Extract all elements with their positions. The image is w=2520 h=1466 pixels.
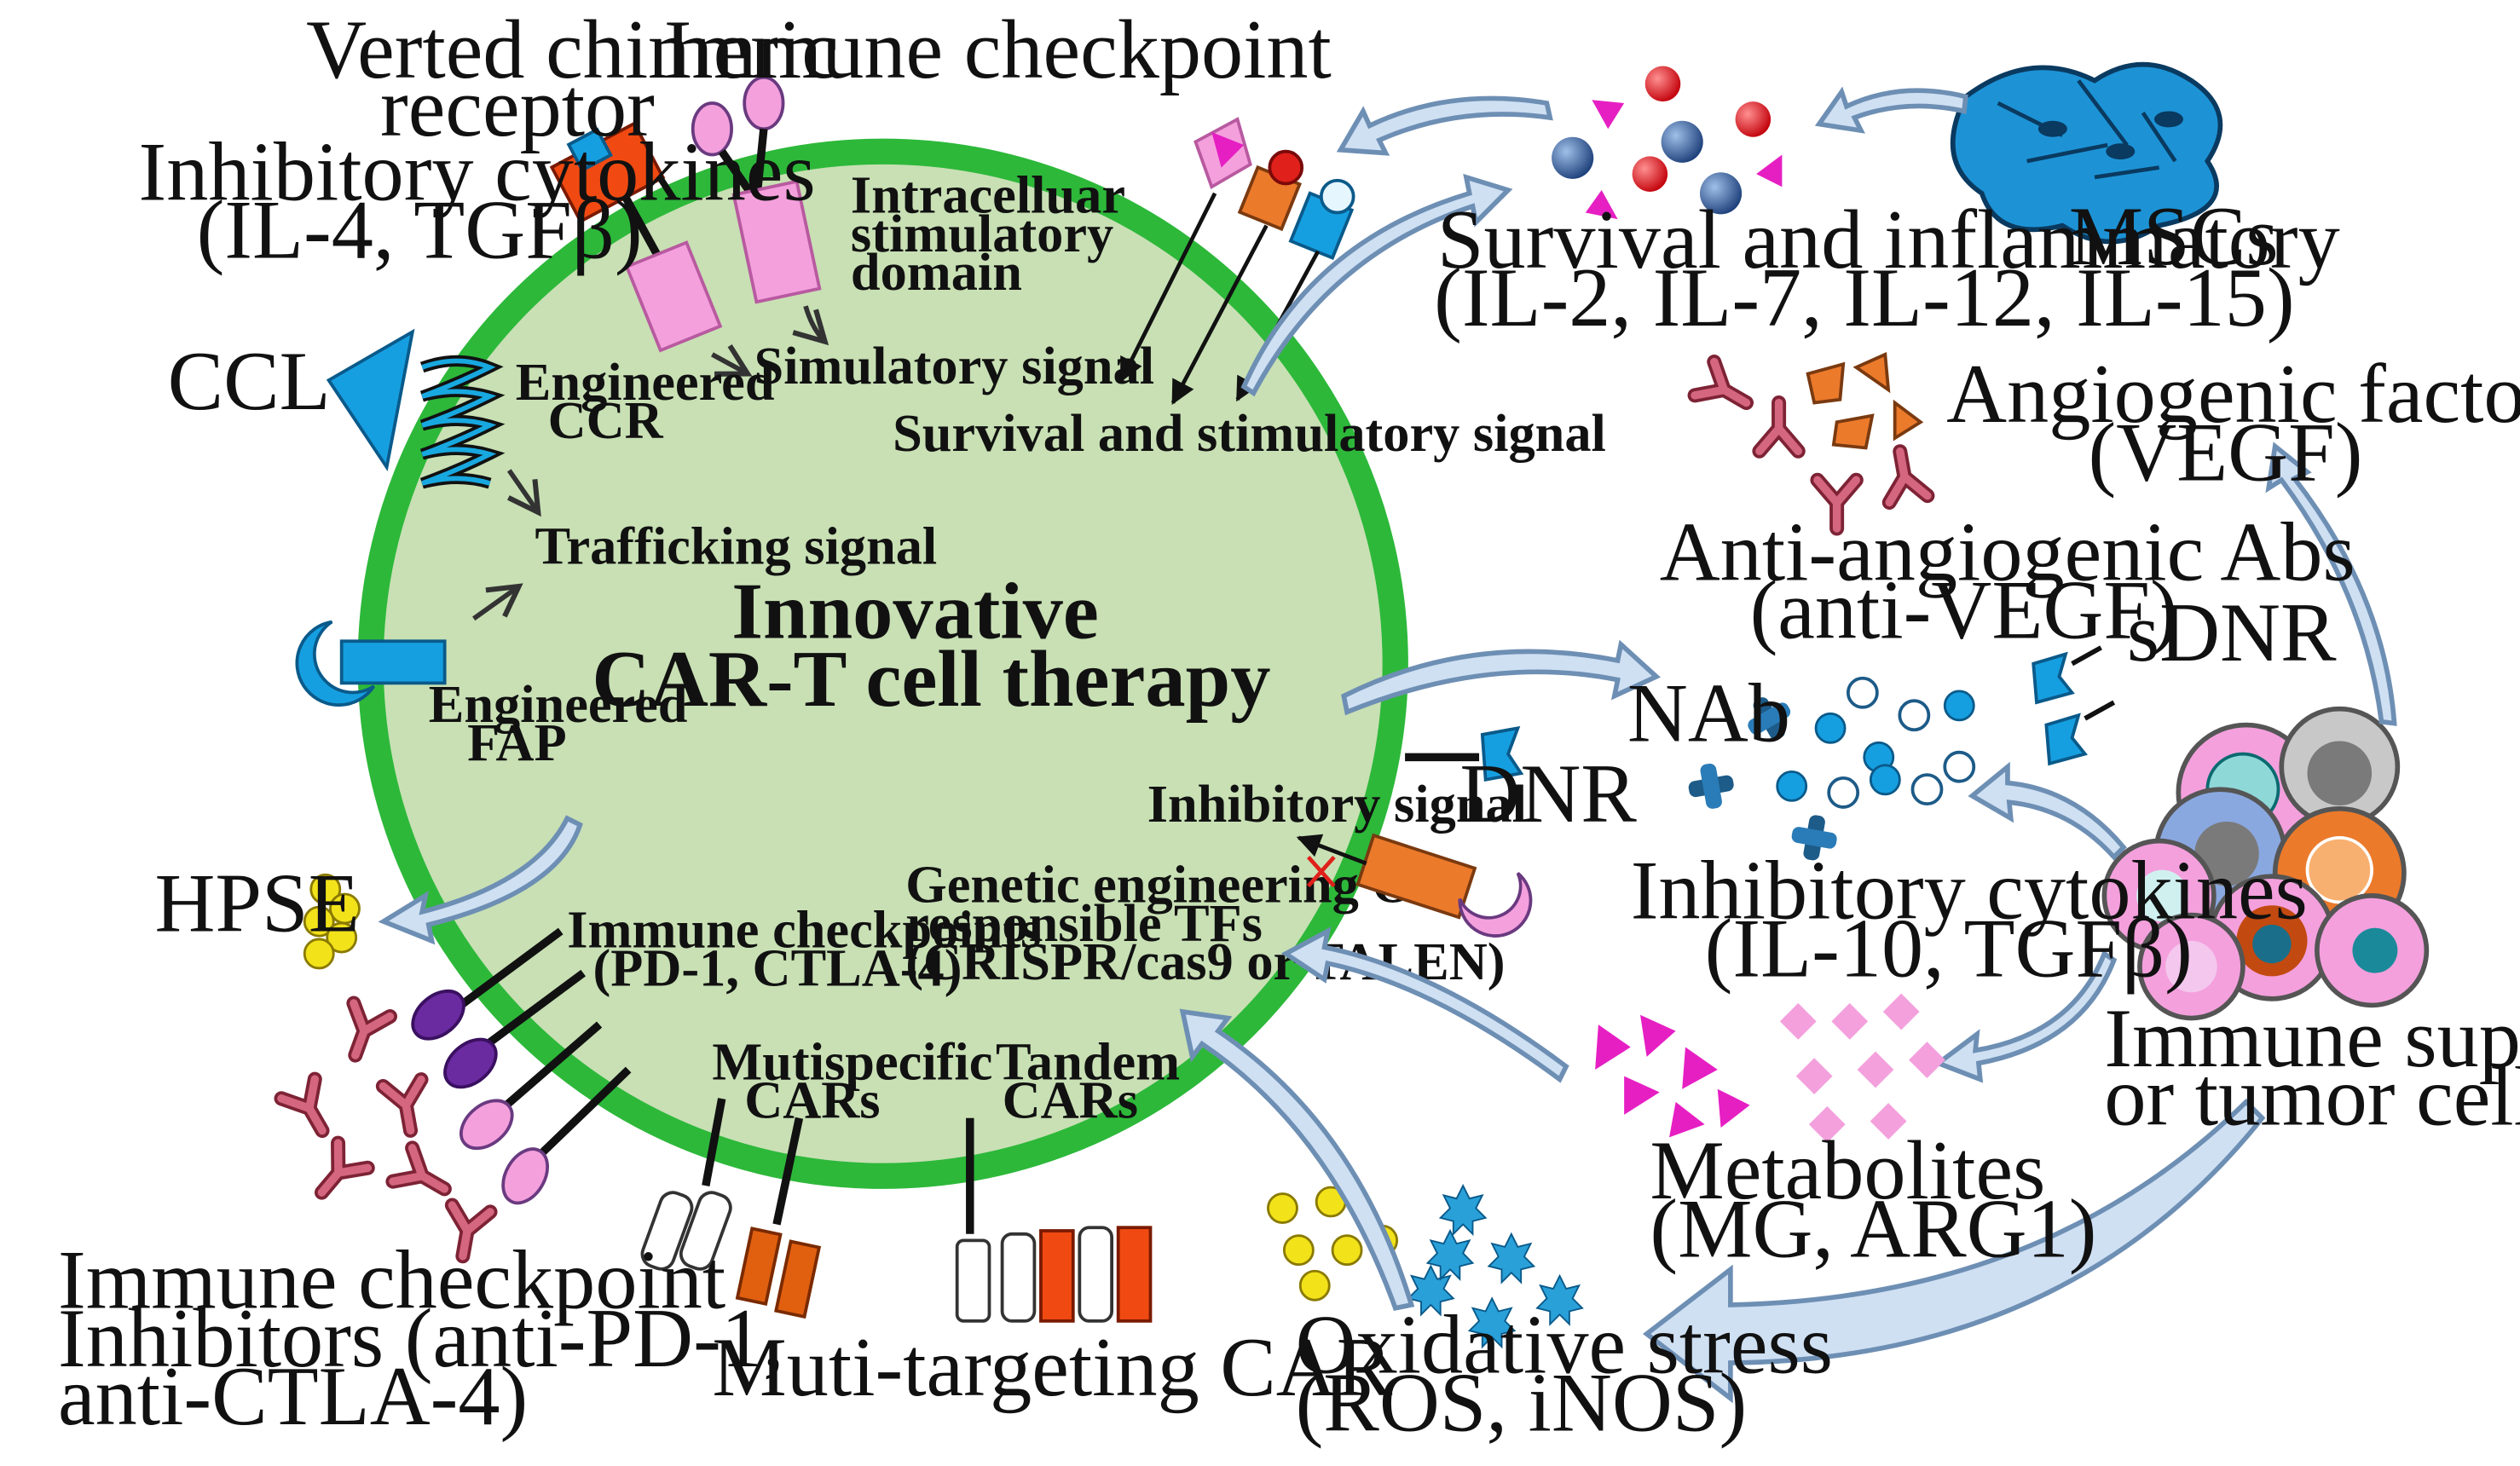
sdnr-receptors (2032, 645, 2116, 766)
inhibitory-signal-label: Inhibitory signal (1147, 775, 1527, 834)
membrane-checkpoints (411, 927, 632, 1205)
intracell-domain-line2: stimulatory (851, 205, 1113, 263)
inhibitory-cytokines-dots (1776, 676, 1976, 809)
angiogenic-line2: (VEGF) (2088, 406, 2362, 499)
simulatory-signal-label: Simulatory signal (754, 337, 1154, 395)
inhibitory-ligand-icon (1458, 871, 1533, 938)
dnr-receptor-icon (1480, 725, 1524, 782)
immune-checkpoint-label: Immune checkpoint (664, 3, 1332, 96)
engineered-ccr-line2: CCR (548, 391, 664, 450)
survival-line2: (IL-2, IL-7, IL-12, IL-15) (1434, 251, 2295, 344)
hpse-cluster (303, 873, 361, 970)
checkpoints-line2: (PD-1, CTLA-4) (593, 939, 962, 998)
oxidative-line1: Oxidative stress (1296, 1298, 1833, 1391)
tumor-to-metabolites-arrow (1933, 949, 2118, 1083)
metabolites-line1: Metabolites (1650, 1124, 2045, 1217)
sdnr-label: sDNR (2127, 586, 2337, 679)
tandem-line2: CARs (1003, 1071, 1138, 1130)
ccl-label: CCL (168, 335, 331, 428)
simulatory-arrow-1 (711, 344, 753, 377)
anti-angiogenic-line2: (anti-VEGF) (1750, 563, 2178, 656)
mutispecific-car-construct (640, 1098, 822, 1319)
block-x-icon (1306, 855, 1336, 888)
ici-line3: anti-CTLA-4) (58, 1350, 528, 1443)
oxidative-line2: (ROS, iNOS) (1296, 1356, 1748, 1449)
car-t-to-nab-arrow (1341, 639, 1662, 716)
oxidative-stars (1407, 1183, 1584, 1349)
simulatory-arrow-2 (792, 305, 829, 346)
survival-cytokines (1552, 66, 1783, 220)
suppressor-line1: Immune suppressor (2104, 992, 2520, 1085)
mscs-secretion-arrow (1814, 86, 1968, 134)
genetic-engineering-line2: responsible TFs (905, 894, 1263, 953)
immune-checkpoint-receptor (691, 75, 822, 304)
genetic-engineering-line1: Genetic engineering Of (905, 855, 1432, 914)
tandem-line1: Tandem (996, 1032, 1180, 1091)
survival-stim-signal-label: Survival and stimulatory signal (893, 404, 1606, 463)
intracell-domain-line3: domain (851, 243, 1022, 302)
suppressor-line2: or tumor cells (2104, 1050, 2520, 1143)
hpse-secretion-arrow (378, 815, 583, 945)
verted-receptor-line2: receptor (380, 61, 655, 154)
verted-receptor-line1: Verted chimeric (306, 3, 839, 96)
ici-line1: Immune checkpoint (58, 1234, 725, 1327)
hpse-label: HPSE (154, 857, 359, 949)
multi-targeting-car-label: Muti-targeting CAR (712, 1321, 1392, 1414)
verted-chimeric-receptor (549, 121, 723, 353)
checkpoints-line1: Immune checkpoints (567, 900, 1041, 959)
engineered-ccr-line1: Engineered (516, 353, 775, 412)
tumor-to-cytokine-arrow (1968, 761, 2127, 861)
inhibitory-receptor (1355, 833, 1477, 920)
dnr-label: DNR (1459, 747, 1637, 840)
mscs-cluster (1950, 61, 2223, 245)
checkpoint-inhibitor-antibodies (281, 1003, 490, 1260)
inhib-cytokines-left-line1: Inhibitory cytokines (139, 125, 816, 218)
tumor-to-vegf-arrow (2265, 442, 2397, 726)
mscs-label: MSCs (2069, 190, 2279, 283)
trafficking-arrow-2 (472, 583, 523, 621)
inhibitory-signal-arrow (1296, 834, 1367, 866)
engineered-fap-line1: Engineered (429, 675, 688, 734)
vegf-factors (1806, 352, 1924, 450)
trafficking-arrow-1 (506, 469, 541, 517)
mutispecific-line1: Mutispecific (712, 1032, 992, 1091)
engineered-fap-receptor (339, 639, 447, 685)
anti-angiogenic-line1: Anti-angiogenic Abs (1660, 505, 2355, 598)
oxidative-to-cell-arrow (1179, 1008, 1415, 1311)
tumor-to-oxidative-arrow (1642, 1098, 2266, 1404)
cytokine-to-cell-arrow (1336, 95, 1553, 156)
ici-line2: Inhibitors (anti-PD-1, (58, 1292, 784, 1385)
fap-target-icon (295, 620, 376, 707)
tandem-car-construct (955, 1117, 1153, 1323)
inhib-cytokines-right-line2: (IL-10, TGFβ) (1705, 902, 2193, 995)
cell-to-cytokine-arrow (1240, 173, 1513, 397)
survival-receptors (1119, 117, 1355, 406)
inhib-cytokines-left-line2: (IL-4, TGFβ) (197, 183, 643, 276)
metabolites-line2: (MG, ARG1) (1650, 1182, 2096, 1275)
ccl-ligand-icon (326, 328, 415, 472)
intracell-domain-line1: Intracelluar (851, 166, 1125, 225)
metabolites-squares (1779, 993, 1945, 1143)
mutispecific-line2: CARs (744, 1071, 880, 1130)
survival-line1: Survival and inflammatory (1437, 193, 2340, 286)
angiogenic-line1: Angiogenic factor (1946, 348, 2520, 441)
inhib-cytokines-right-line1: Inhibitory cytokines (1631, 844, 2308, 937)
metabolites-to-cell-arrow (1280, 926, 1569, 1083)
title-line2: CAR-T cell therapy (592, 635, 1270, 724)
engineered-fap-line2: FAP (467, 713, 567, 772)
nab-label: NAb (1627, 667, 1790, 759)
trafficking-signal-label: Trafficking signal (535, 517, 937, 576)
tumor-cell-cluster (2101, 706, 2430, 1021)
title-line1: Innovative (731, 567, 1099, 655)
metabolites-triangles (1595, 1014, 1750, 1138)
